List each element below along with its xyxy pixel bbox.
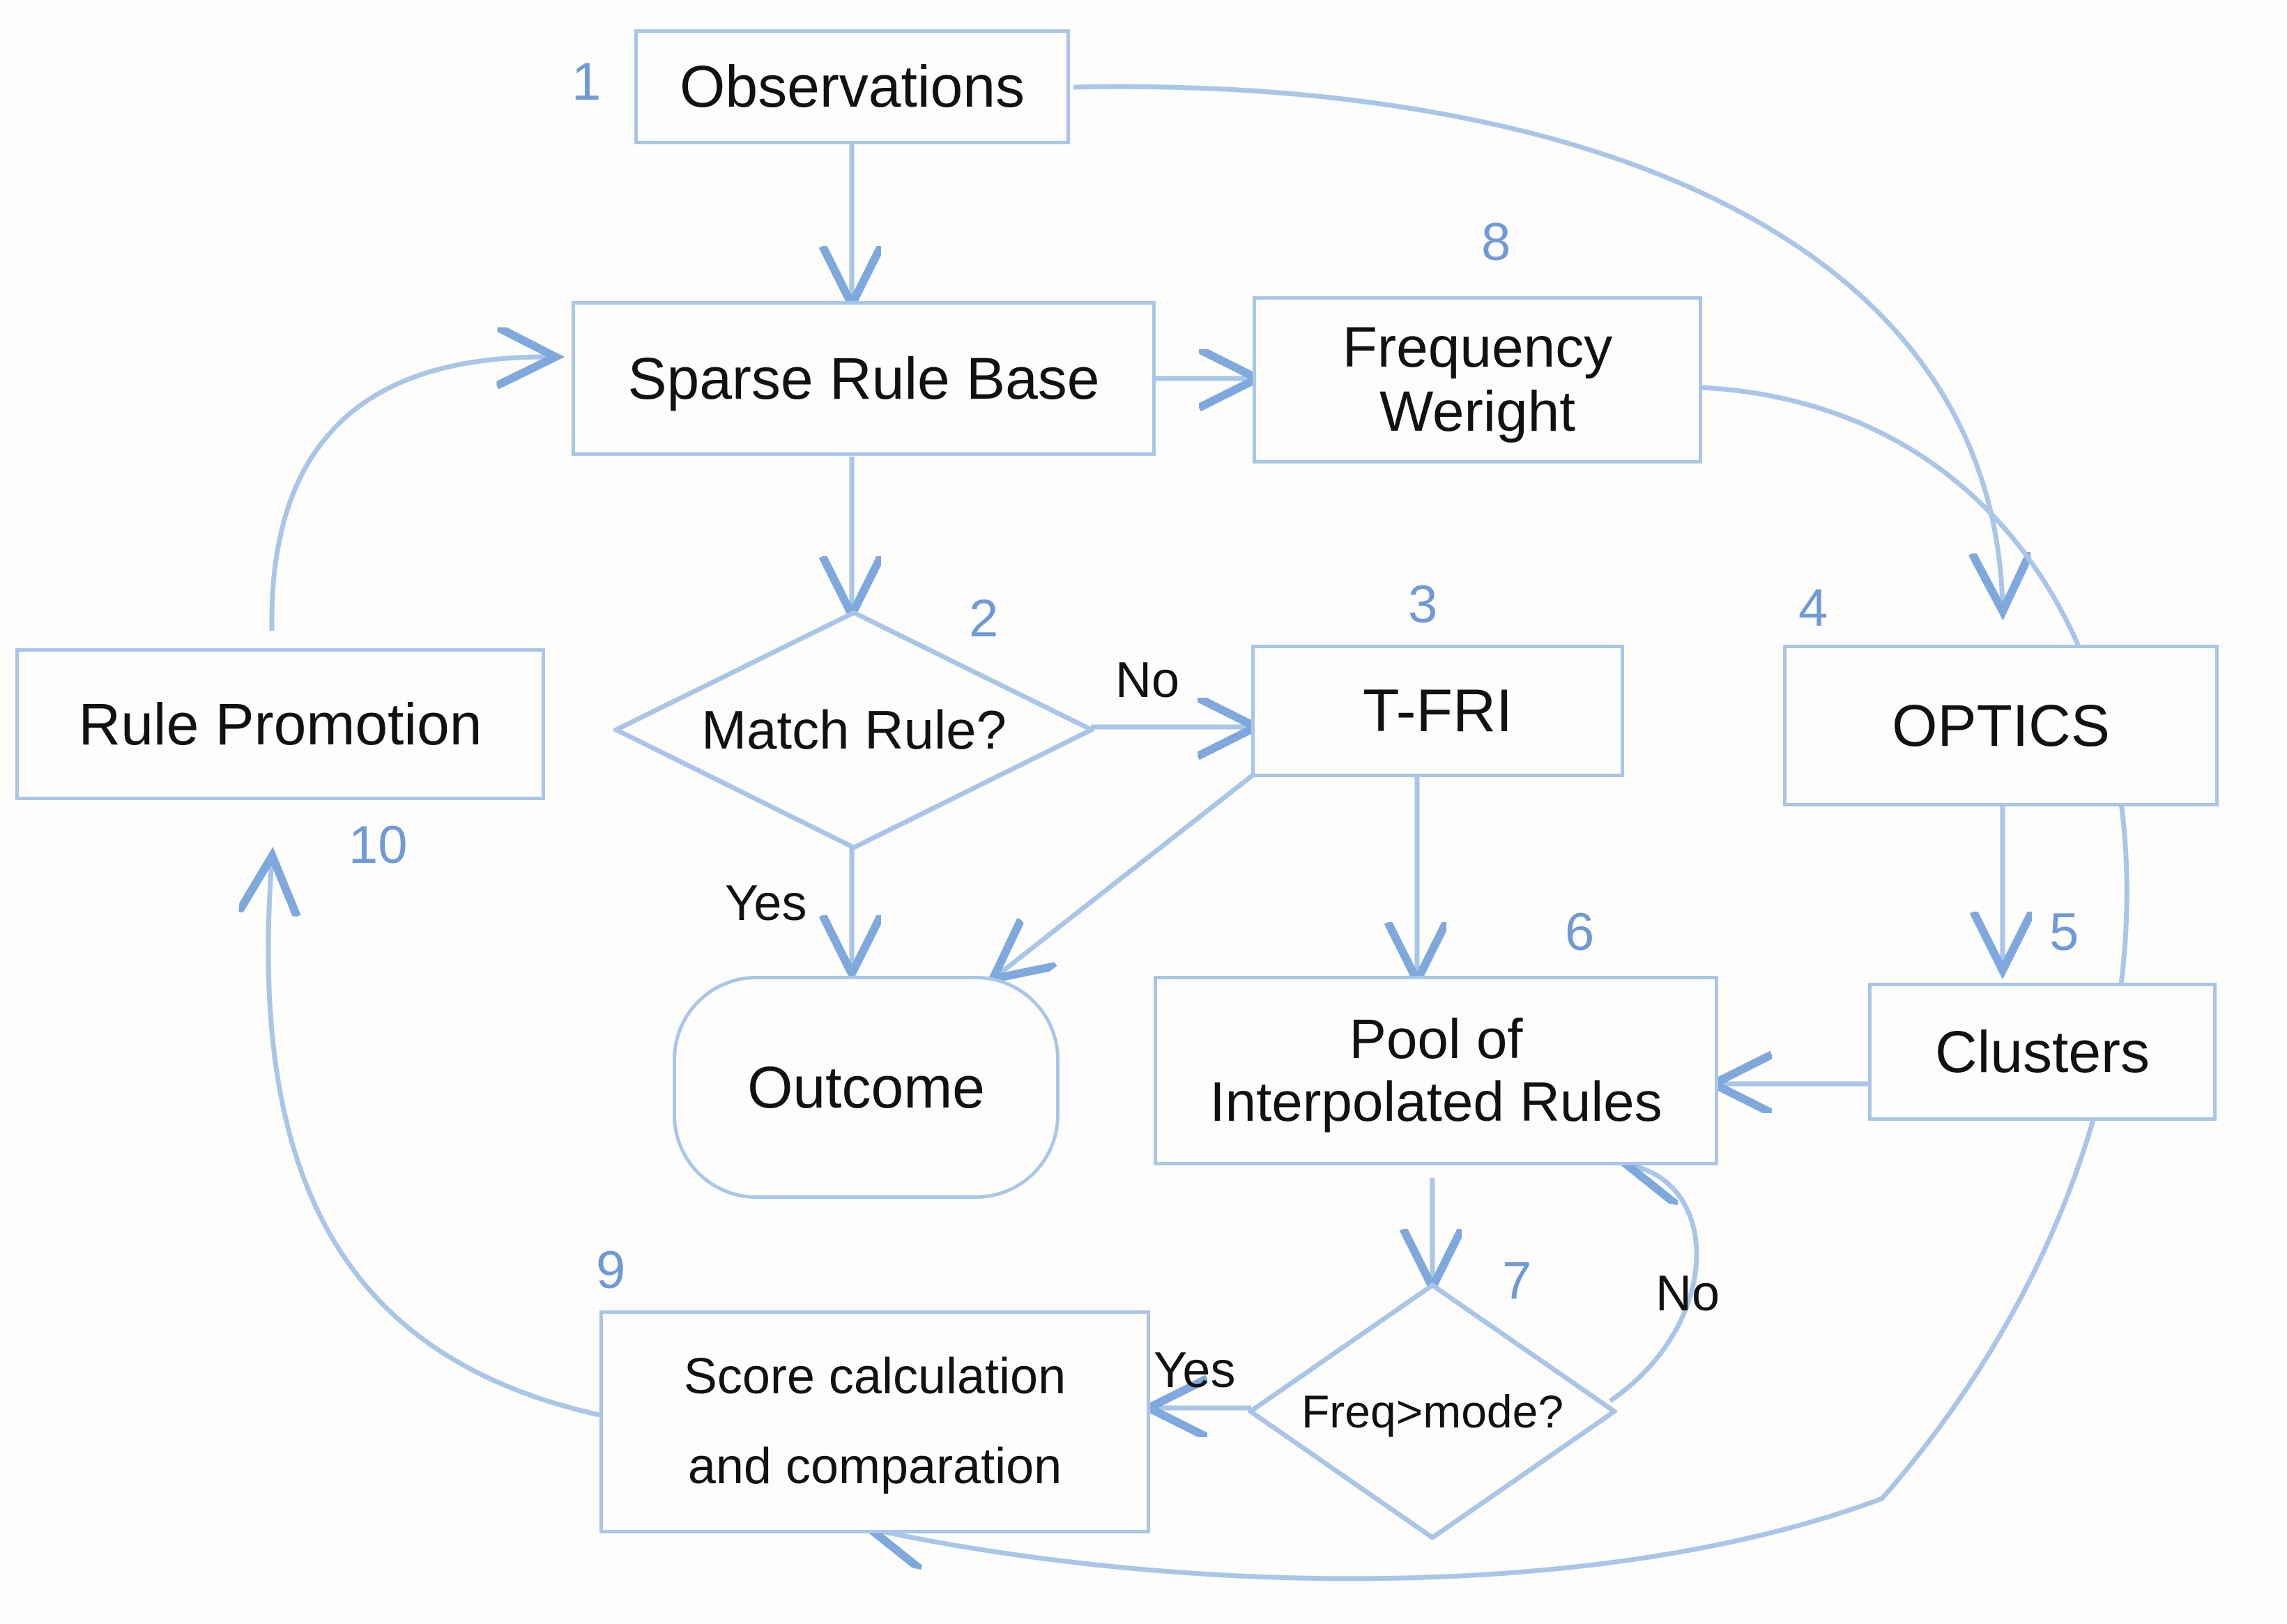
edge-label-yes-freq: Yes [1154, 1342, 1236, 1398]
node-optics[interactable]: OPTICS [1783, 645, 2219, 806]
node-score-line1: Score calculation [683, 1349, 1066, 1405]
node-rule-promotion-label: Rule Promotion [78, 691, 482, 757]
node-score-calculation[interactable]: Score calculation and comparation [599, 1310, 1150, 1533]
edge-frequency-weight-to-score [875, 385, 2129, 1581]
edge-label-no-match: No [1115, 652, 1180, 708]
node-optics-label: OPTICS [1892, 692, 2110, 758]
node-pool-line2: Interpolated Rules [1209, 1071, 1662, 1133]
node-freq-mode[interactable]: Freq>mode? [1248, 1282, 1617, 1540]
node-sparse-rule-base-label: Sparse Rule Base [627, 345, 1100, 411]
node-sparse-rule-base[interactable]: Sparse Rule Base [572, 301, 1156, 456]
step-number-6: 6 [1565, 903, 1595, 962]
node-clusters-label: Clusters [1934, 1018, 2150, 1085]
node-tfri-label: T-FRI [1363, 677, 1513, 744]
edge-score-to-rule-promotion [268, 861, 600, 1418]
edge-rule-promotion-to-sparse [269, 357, 551, 631]
node-frequency-weight[interactable]: Frequency Weright [1253, 296, 1702, 464]
node-pool-line1: Pool of [1349, 1008, 1523, 1071]
node-outcome-label: Outcome [747, 1054, 985, 1120]
node-frequency-weight-line2: Weright [1379, 380, 1576, 443]
freq-mode-diamond-shape [1248, 1282, 1617, 1540]
edge-observations-to-optics [1073, 84, 2003, 606]
node-rule-promotion[interactable]: Rule Promotion [15, 648, 545, 800]
node-outcome[interactable]: Outcome [673, 976, 1060, 1199]
node-clusters[interactable]: Clusters [1868, 983, 2217, 1121]
node-pool-of-interpolated-rules[interactable]: Pool of Interpolated Rules [1154, 976, 1718, 1165]
step-number-4: 4 [1798, 579, 1828, 638]
match-rule-diamond-shape [613, 610, 1094, 850]
edge-label-yes-match: Yes [725, 875, 807, 931]
step-number-2: 2 [969, 589, 999, 648]
node-frequency-weight-line1: Frequency [1342, 316, 1613, 380]
node-freq-mode-label: Freq>mode? [1301, 1386, 1564, 1437]
step-number-3: 3 [1408, 575, 1438, 634]
step-number-9: 9 [596, 1241, 626, 1300]
node-observations[interactable]: Observations [634, 29, 1070, 144]
step-number-8: 8 [1481, 213, 1511, 272]
node-score-line2: and comparation [687, 1439, 1062, 1495]
step-number-1: 1 [572, 52, 602, 112]
step-number-5: 5 [2049, 903, 2079, 962]
node-match-rule-label: Match Rule? [701, 699, 1007, 760]
edge-label-no-freq: No [1655, 1266, 1720, 1322]
step-number-10: 10 [349, 815, 408, 875]
edge-freq-mode-no-to-pool [1609, 1165, 1699, 1403]
node-observations-label: Observations [680, 54, 1025, 120]
step-number-7: 7 [1502, 1251, 1532, 1310]
node-match-rule[interactable]: Match Rule? [613, 610, 1094, 850]
edge-tfri-to-outcome [997, 772, 1257, 976]
node-tfri[interactable]: T-FRI [1251, 645, 1624, 777]
